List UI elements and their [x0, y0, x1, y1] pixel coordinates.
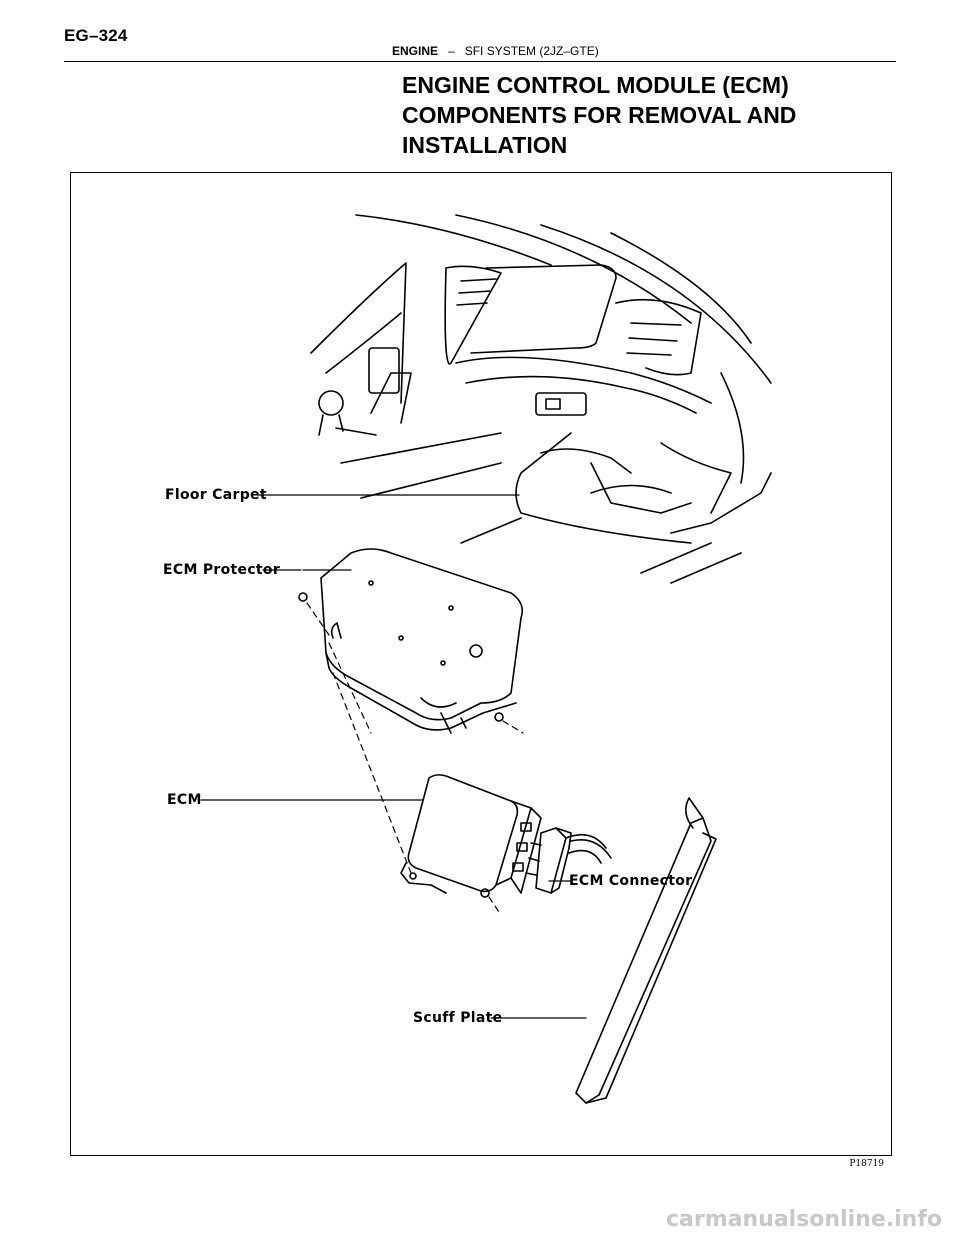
label-floor-carpet: Floor Carpet [165, 487, 267, 503]
bolt-ecm [480, 888, 490, 898]
ecm-connector-drawing [525, 827, 612, 894]
scuff-plate-drawing [575, 797, 717, 1104]
watermark: carmanualsonline.info [666, 1207, 942, 1232]
ecm-drawing [400, 774, 542, 894]
component-figure: Floor Carpet ECM Protector ECM ECM Conne… [70, 172, 892, 1169]
label-ecm-protector: ECM Protector [163, 562, 281, 578]
running-header: ENGINE–SFI SYSTEM (2JZ–GTE) [392, 44, 599, 58]
bolt-right [494, 712, 504, 722]
title-line-3: INSTALLATION [402, 132, 568, 158]
label-ecm: ECM [167, 792, 202, 808]
alignment-lines [306, 602, 524, 916]
figure-code: P18719 [846, 1159, 887, 1169]
dashboard-drawing [310, 214, 772, 584]
label-scuff-plate: Scuff Plate [413, 1010, 503, 1026]
header-section: ENGINE [392, 44, 439, 58]
bolt-left [298, 592, 308, 602]
title-line-1: ENGINE CONTROL MODULE (ECM) [402, 72, 789, 98]
page-number: EG–324 [64, 26, 128, 45]
header-separator: – [448, 44, 455, 58]
title-line-2: COMPONENTS FOR REMOVAL AND [402, 102, 797, 128]
section-title: ENGINE CONTROL MODULE (ECM) COMPONENTS F… [402, 70, 882, 160]
label-ecm-connector: ECM Connector [569, 873, 693, 889]
exploded-view-drawing [200, 214, 772, 1104]
ecm-protector-drawing [320, 548, 524, 734]
header-subsection: SFI SYSTEM (2JZ–GTE) [464, 44, 599, 58]
header-rule [64, 61, 896, 62]
